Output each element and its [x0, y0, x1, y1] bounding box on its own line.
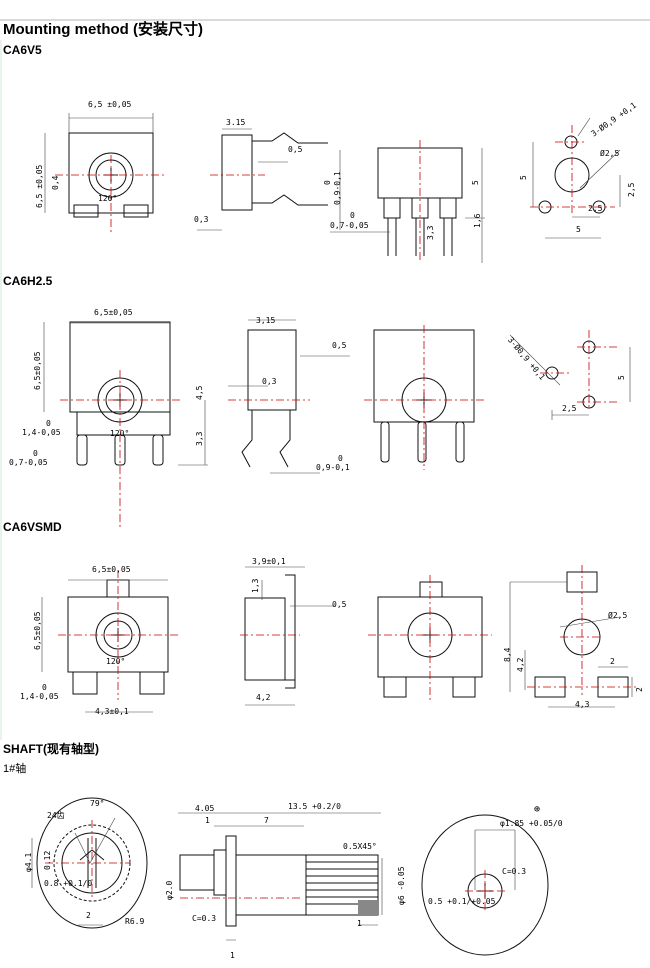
dim-label: Ø2,5	[600, 149, 620, 158]
dim-label: 6,5±0,05	[94, 308, 133, 317]
section-title-shaft: SHAFT(现有轴型)	[3, 742, 99, 756]
dim-label: 0,9-0,1	[333, 171, 342, 205]
dim-label: 5	[471, 180, 480, 185]
dim-label: 4,5	[195, 385, 204, 400]
dim-label: 2	[635, 687, 644, 692]
ca6vsmd-front-view	[41, 570, 178, 713]
dim-label: 1,4-0,05	[22, 428, 61, 437]
shaft-front-view	[31, 797, 148, 929]
dim-label: φ6 -0.05	[397, 866, 406, 905]
ca6h25-rear-view	[364, 325, 484, 470]
dim-label: 0,7-0,05	[330, 221, 369, 230]
dim-label: 6,5±0,05	[33, 351, 42, 390]
dim-label: 2	[610, 657, 615, 666]
ca6vsmd-side-view	[240, 566, 335, 706]
dim-label: 0	[33, 449, 38, 458]
dim-label: 0,3	[194, 215, 209, 224]
dim-label: 0,5	[288, 145, 303, 154]
dim-label: 4,2	[516, 657, 525, 672]
dim-label: 6,5 ±0,05	[88, 100, 132, 109]
dim-label: 0,7-0,05	[9, 458, 48, 467]
shaft-subtitle: 1#轴	[3, 763, 27, 775]
dim-label: R6.9	[125, 917, 145, 926]
dim-label: 0,4	[51, 175, 60, 190]
dim-label: 4,3±0,1	[95, 707, 129, 716]
dim-label: 120°	[98, 194, 118, 203]
dim-label: 2	[86, 911, 91, 920]
section-title-ca6h25: CA6H2.5	[3, 274, 53, 288]
dim-label: 3.15	[226, 118, 246, 127]
dim-label: 5	[576, 225, 581, 234]
dim-label: 1	[357, 919, 362, 928]
dim-label: 0,5	[332, 600, 347, 609]
dim-label: 0.12	[43, 850, 52, 870]
dim-label: 0	[323, 180, 332, 185]
ca6v5-side-view	[197, 128, 341, 231]
dim-label: 4,2	[256, 693, 271, 702]
dim-label: 7	[264, 816, 269, 825]
ca6v5-pcb-layout	[530, 117, 621, 239]
dim-label: 0,3	[262, 377, 277, 386]
dim-label: 6,5±0,05	[92, 565, 131, 574]
dim-label: C=0.3	[192, 914, 217, 923]
dim-label: 6,5±0,05	[33, 611, 42, 650]
dim-label: 3,3	[426, 225, 435, 240]
divider	[0, 19, 650, 21]
dim-label: 0	[338, 454, 343, 463]
dim-label: 6,5 ±0,05	[35, 164, 44, 208]
page-title: Mounting method (安装尺寸)	[3, 21, 203, 38]
dim-label: 0.8 +0.1/0	[44, 879, 93, 888]
ca6h25-front-view	[43, 321, 208, 530]
position-tolerance-symbol: ⊕	[534, 804, 541, 815]
dim-label: 0.5X45°	[343, 842, 377, 851]
ca6v5-front-view	[44, 113, 165, 235]
dim-label: 0	[42, 683, 47, 692]
section-title-ca6v5: CA6V5	[3, 43, 42, 57]
section-title-ca6vsmd: CA6VSMD	[3, 520, 62, 534]
dim-label: 120°	[106, 657, 126, 666]
shaft-side-view	[178, 812, 383, 941]
dim-label: φ1.85 +0.05/0	[500, 819, 563, 828]
dim-label: C=0.3	[502, 867, 527, 876]
shaft-rear-view	[421, 814, 549, 956]
dim-label: Ø2,5	[608, 611, 628, 620]
dim-label: 1,3	[251, 578, 260, 593]
dim-label: 8,4	[503, 647, 512, 662]
dim-label: 0.5 +0.1/+0.05	[428, 897, 496, 906]
dim-label: 3,3	[195, 431, 204, 446]
margin-bar	[0, 40, 2, 740]
ca6h25-pcb-layout	[509, 330, 631, 420]
ca6vsmd-rear-view	[368, 575, 492, 700]
dim-label: 1,4-0,05	[20, 692, 59, 701]
dim-label: 0	[350, 211, 355, 220]
dim-label: 0	[46, 419, 51, 428]
dim-label: 3,9±0,1	[252, 557, 286, 566]
ca6vsmd-pcb-layout	[509, 565, 637, 708]
ca6v5-bottom-view	[330, 140, 485, 263]
dim-label: 1	[230, 951, 235, 960]
dim-label: 79°	[90, 799, 105, 808]
dim-label: 0,9-0,1	[316, 463, 350, 472]
dim-label: 2,5	[627, 182, 636, 197]
dim-label: 1,6	[473, 213, 482, 228]
dim-label: 2,5	[562, 404, 577, 413]
dim-label: φ2.0	[165, 880, 174, 900]
dim-label: 13.5 +0.2/0	[288, 802, 341, 811]
dim-label: 4,3	[575, 700, 590, 709]
ca6h25-side-view	[228, 319, 350, 474]
dim-label: 1	[205, 816, 210, 825]
dim-label: 24齿	[47, 811, 65, 820]
dim-label: 0,5	[332, 341, 347, 350]
dim-label: 2,5	[588, 204, 603, 213]
dim-label: 3,15	[256, 316, 276, 325]
dim-label: 5	[519, 175, 528, 180]
dim-label: 4.05	[195, 804, 215, 813]
dim-label: φ4.1	[24, 852, 33, 872]
dim-label: 5	[617, 375, 626, 380]
dim-label: 120°	[110, 429, 130, 438]
